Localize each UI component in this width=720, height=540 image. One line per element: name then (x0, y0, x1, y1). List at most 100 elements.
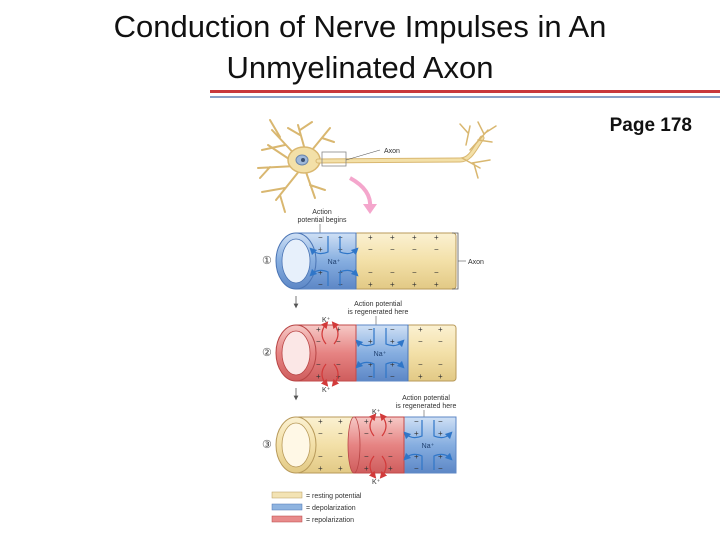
step3-caption-line1: Action potential (402, 395, 450, 402)
svg-text:+: + (434, 233, 439, 242)
step3-na-arrows (403, 420, 453, 470)
axon-leader-line (345, 149, 381, 161)
svg-text:−: − (414, 464, 419, 473)
svg-text:−: − (438, 464, 443, 473)
svg-text:+: + (338, 417, 343, 426)
svg-text:−: − (438, 360, 443, 369)
svg-text:+: + (418, 325, 423, 334)
title-line-2: Unmyelinated Axon (226, 50, 494, 85)
step1-caption-line2: potential begins (297, 217, 347, 224)
svg-text:+: + (316, 325, 321, 334)
step2-k-arrows (320, 321, 340, 387)
step2-charges: ++−−++ −−++−− −−++−− ++−−++ (316, 325, 443, 381)
step3-k-ion-bottom: K⁺ (372, 479, 381, 486)
svg-text:+: + (318, 464, 323, 473)
magnify-arrowhead (363, 204, 377, 214)
legend-label-resting: = resting potential (306, 493, 362, 500)
svg-text:−: − (316, 337, 321, 346)
step1-number: ① (262, 255, 272, 267)
svg-text:+: + (388, 464, 393, 473)
svg-text:−: − (364, 429, 369, 438)
step1-axon-label: Axon (468, 259, 484, 266)
svg-text:+: + (390, 360, 395, 369)
svg-text:−: − (412, 245, 417, 254)
svg-text:+: + (318, 245, 323, 254)
svg-text:−: − (414, 417, 419, 426)
step3-k-arrows (368, 413, 388, 479)
step2-number: ② (262, 347, 272, 359)
step2-k-ion: K⁺ (322, 317, 331, 324)
svg-text:+: + (388, 417, 393, 426)
svg-text:+: + (438, 452, 443, 461)
svg-text:+: + (390, 233, 395, 242)
neuron-illustration (257, 119, 497, 213)
svg-text:−: − (438, 417, 443, 426)
svg-text:+: + (316, 372, 321, 381)
svg-text:−: − (318, 452, 323, 461)
title-divider-red (210, 90, 720, 93)
svg-text:−: − (368, 245, 373, 254)
step2-na-ion: Na⁺ (374, 351, 387, 358)
svg-text:+: + (364, 417, 369, 426)
svg-text:+: + (438, 325, 443, 334)
svg-text:−: − (418, 337, 423, 346)
svg-text:+: + (368, 337, 373, 346)
svg-text:−: − (338, 429, 343, 438)
svg-text:−: − (390, 268, 395, 277)
svg-text:+: + (438, 429, 443, 438)
svg-text:+: + (338, 464, 343, 473)
svg-text:+: + (390, 280, 395, 289)
slide-title: Conduction of Nerve Impulses in An Unmye… (0, 6, 720, 88)
svg-text:−: − (336, 360, 341, 369)
svg-text:−: − (318, 429, 323, 438)
step1-caption-line1: Action (312, 209, 332, 216)
title-line-1: Conduction of Nerve Impulses in An (113, 9, 607, 44)
svg-text:−: − (388, 429, 393, 438)
svg-text:−: − (368, 372, 373, 381)
svg-text:−: − (418, 360, 423, 369)
svg-text:+: + (336, 325, 341, 334)
page-reference: Page 178 (609, 115, 692, 136)
step3-axon-segment (275, 416, 457, 474)
svg-text:+: + (418, 372, 423, 381)
legend-swatch-resting (271, 491, 303, 499)
svg-text:+: + (318, 268, 323, 277)
svg-text:−: − (368, 268, 373, 277)
step2-caption-line1: Action potential (354, 301, 402, 308)
svg-text:+: + (414, 452, 419, 461)
step2-k-ion-bottom: K⁺ (322, 387, 331, 394)
svg-text:−: − (368, 325, 373, 334)
legend-swatch-repolarization (271, 515, 303, 523)
svg-text:+: + (434, 280, 439, 289)
step3-caption-line2: is regenerated here (396, 403, 457, 410)
svg-text:+: + (368, 360, 373, 369)
legend-label-depolarization: = depolarization (306, 505, 356, 512)
legend-swatch-depolarization (271, 503, 303, 511)
svg-text:−: − (388, 452, 393, 461)
svg-text:+: + (368, 233, 373, 242)
svg-text:+: + (412, 233, 417, 242)
svg-text:+: + (368, 280, 373, 289)
svg-text:−: − (390, 245, 395, 254)
svg-text:+: + (390, 337, 395, 346)
svg-text:−: − (364, 452, 369, 461)
step1-current-arrows (309, 236, 359, 286)
svg-text:−: − (412, 268, 417, 277)
step2-axon-segment (275, 324, 457, 382)
svg-text:−: − (434, 245, 439, 254)
svg-text:−: − (390, 325, 395, 334)
step3-charges: ++++−− −−−−++ −−−−++ ++++−− (318, 417, 443, 473)
svg-text:−: − (438, 337, 443, 346)
step1-na-ion: Na⁺ (328, 259, 341, 266)
magnify-arrow (349, 176, 373, 209)
svg-text:−: − (318, 233, 323, 242)
svg-text:+: + (438, 372, 443, 381)
title-divider-blue (210, 96, 720, 98)
svg-text:−: − (316, 360, 321, 369)
neuron-axon-label: Axon (384, 148, 400, 155)
svg-text:−: − (338, 452, 343, 461)
step2-caption-line2: is regenerated here (348, 309, 409, 316)
svg-text:−: − (318, 280, 323, 289)
legend-label-repolarization: = repolarization (306, 517, 354, 524)
